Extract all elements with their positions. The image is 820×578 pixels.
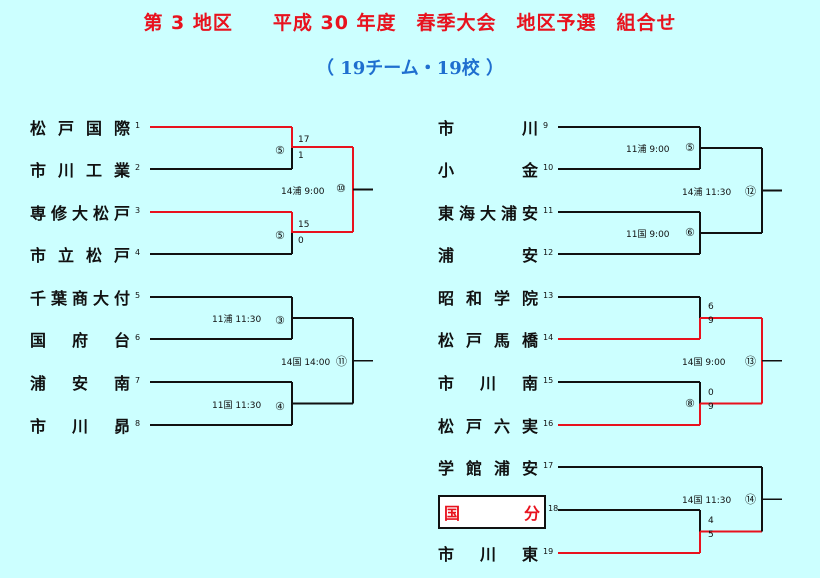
- score-bottom: 9: [708, 401, 714, 412]
- game-schedule: 11浦 11:30: [212, 315, 262, 325]
- page-title: 第 3 地区 平成 30 年度 春季大会 地区予選 組合せ: [143, 12, 677, 34]
- seed-number: 9: [543, 121, 549, 130]
- game-number: ⑩: [336, 181, 346, 195]
- seed-number: 6: [135, 333, 141, 342]
- team-name: 学館浦安: [438, 459, 538, 478]
- game-schedule: 11浦 9:00: [626, 145, 670, 155]
- seed-number: 4: [135, 248, 141, 257]
- seed-number: 13: [543, 291, 554, 300]
- game-number: ⑤: [275, 229, 285, 242]
- game-schedule: 14国 9:00: [682, 357, 726, 368]
- team-name: 松戸六実: [438, 417, 538, 436]
- seed-number: 2: [135, 163, 141, 172]
- game-number: ⑧: [685, 396, 695, 410]
- seed-number: 1: [135, 121, 141, 130]
- score-top: 4: [708, 515, 714, 526]
- seed-number: 16: [543, 419, 554, 428]
- game-number: ⑤: [275, 144, 285, 157]
- seed-number: 12: [543, 248, 554, 257]
- team-name: 浦安: [438, 246, 538, 265]
- game-schedule: 11国 11:30: [212, 400, 262, 411]
- game-number: ⑤: [685, 141, 695, 154]
- score-bottom: 5: [708, 529, 714, 540]
- team-name: 松戸国際: [30, 119, 130, 138]
- game-schedule: 14国 14:00: [281, 357, 331, 368]
- game-number: ④: [275, 399, 285, 413]
- team-name: 昭和学院: [438, 289, 538, 308]
- team-name: 東海大浦安: [438, 204, 538, 223]
- team-name: 市川工業: [30, 161, 130, 180]
- seed-number: 15: [543, 376, 554, 385]
- score-top: 6: [708, 302, 714, 312]
- score-bottom: 1: [298, 151, 304, 161]
- seed-number: 18: [548, 504, 559, 513]
- game-schedule: 14浦 11:30: [682, 187, 732, 198]
- team-name: 千葉商大付: [30, 289, 130, 308]
- seed-number: 7: [135, 376, 141, 385]
- team-name: 国府台: [30, 331, 130, 350]
- seed-number: 5: [135, 291, 141, 300]
- seed-number: 17: [543, 461, 554, 470]
- score-top: 15: [298, 220, 310, 230]
- seed-number: 10: [543, 163, 554, 172]
- team-name: 市川昴: [30, 417, 130, 436]
- team-name: 浦安南: [30, 374, 130, 393]
- game-schedule: 11国 9:00: [626, 230, 670, 240]
- team-name: 市川東: [438, 545, 538, 564]
- page-subtitle: （ 19チーム・19校 ）: [315, 58, 505, 79]
- game-number: ⑥: [685, 226, 695, 239]
- team-name: 小金: [438, 161, 538, 180]
- team-name: 専修大松戸: [30, 204, 130, 223]
- seed-number: 14: [543, 333, 554, 342]
- team-name: 市川: [438, 119, 538, 138]
- score-bottom: 9: [708, 316, 714, 326]
- game-number: ⑫: [745, 184, 756, 198]
- score-top: 0: [708, 387, 714, 398]
- seed-number: 11: [543, 206, 554, 215]
- game-number: ⑭: [745, 493, 756, 507]
- game-number: ⑬: [745, 354, 756, 368]
- score-bottom: 0: [298, 236, 304, 246]
- seed-number: 19: [543, 547, 554, 556]
- game-number: ③: [275, 314, 285, 327]
- game-schedule: 14国 11:30: [682, 496, 732, 507]
- team-name: 国分: [438, 495, 546, 529]
- team-name: 市立松戸: [30, 246, 130, 265]
- game-number: ⑪: [336, 354, 347, 368]
- team-name: 市川南: [438, 374, 538, 393]
- team-name: 松戸馬橋: [438, 331, 538, 350]
- seed-number: 3: [135, 206, 141, 215]
- score-top: 17: [298, 135, 310, 145]
- seed-number: 8: [135, 419, 141, 428]
- game-schedule: 14浦 9:00: [281, 186, 325, 197]
